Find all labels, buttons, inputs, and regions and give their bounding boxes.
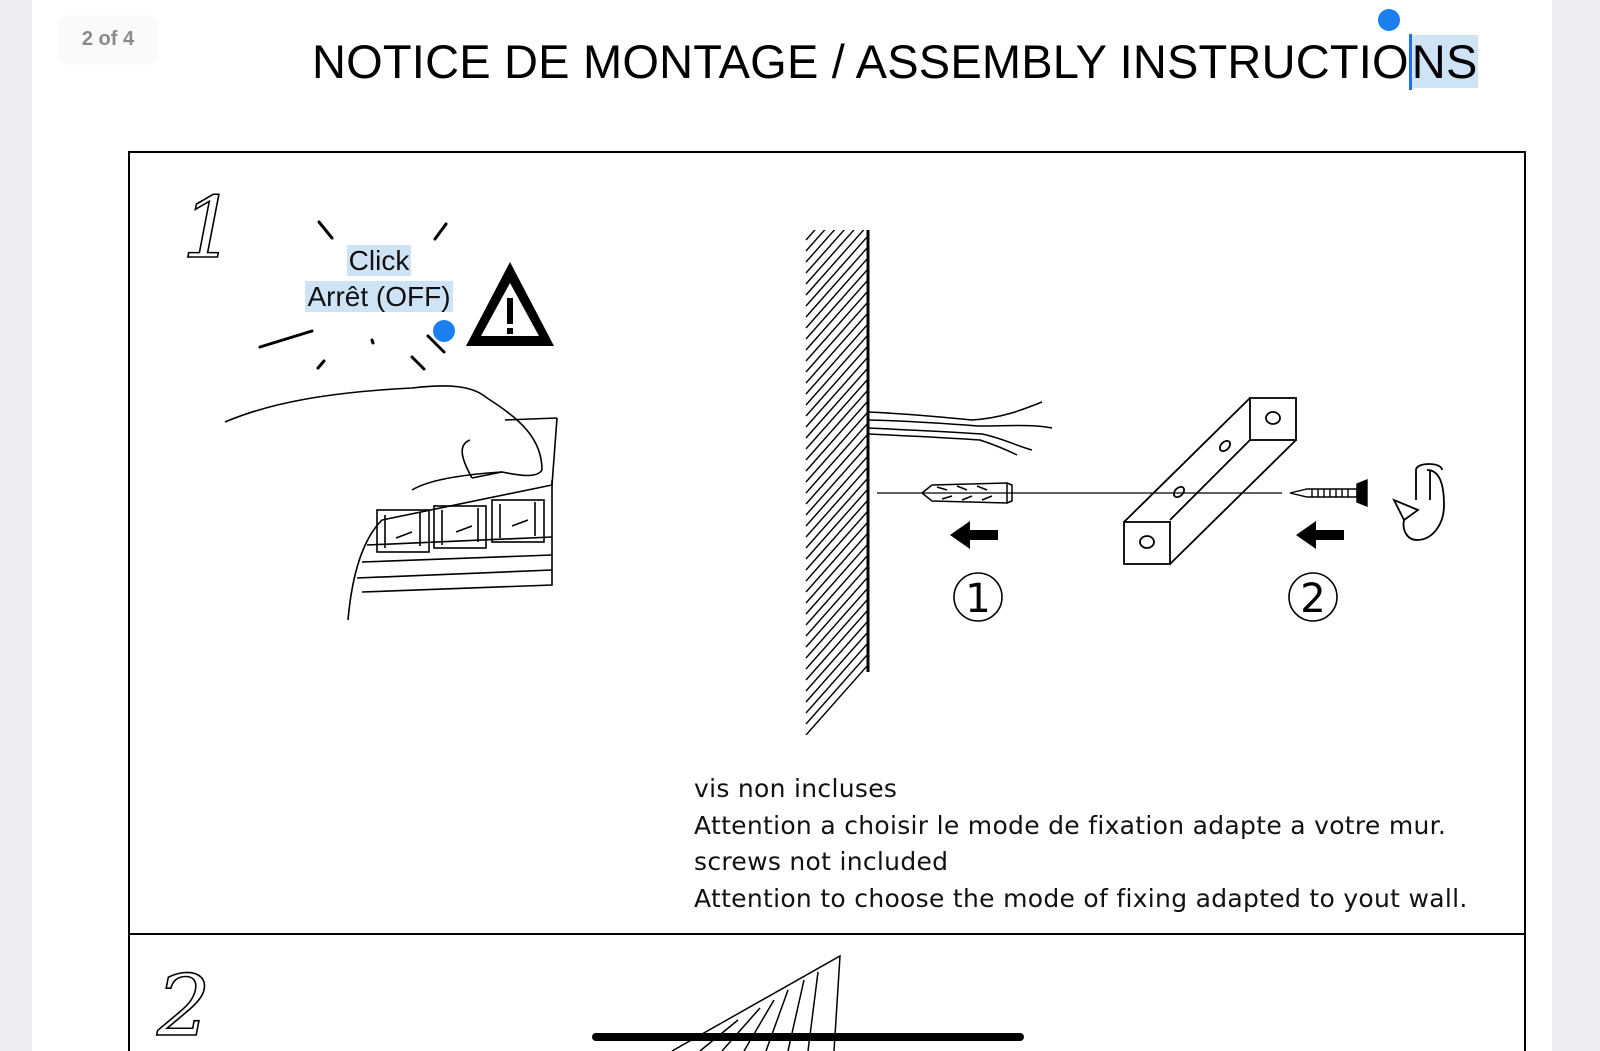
wall-hatch-line [805,488,868,560]
wall-hatch-line [805,389,868,461]
wall-hatch-line [805,301,868,373]
note-line: Attention a choisir le mode de fixation … [694,810,1447,840]
note-line: Attention to choose the mode of fixing a… [694,883,1468,913]
selection-end-handle[interactable] [433,320,455,342]
wall-hatch-line [805,230,855,285]
wall-hatch-line [805,433,868,505]
wall-hatch-line [805,400,868,472]
wall-hatch-line [805,620,868,692]
wall-hatch-line [805,257,868,329]
rotate-arrow-icon [1392,463,1445,541]
wall-hatch-line [805,367,868,439]
document-page[interactable]: 2 of 4 NOTICE DE MONTAGE / ASSEMBLY INST… [32,0,1552,1051]
wall-hatch-line [805,554,868,626]
warning-icon [466,262,554,346]
click-burst-icon [258,220,448,371]
home-indicator[interactable] [592,1033,1024,1041]
wall-hatch-line [805,576,868,648]
wall-hatch-line [805,230,816,241]
wall-hatch-line [805,543,868,615]
wall-illustration [805,230,870,735]
wall-hatch-line [805,230,826,252]
wall-hatch-line [805,642,868,714]
note-line: screws not included [694,847,949,876]
wall-hatch-line [805,334,868,406]
selection-caret [1408,34,1412,90]
note-line: vis non incluses [694,774,898,803]
hand-switch-illustration [224,385,558,621]
wall-hatch-line [805,631,868,703]
wall-hatch-line [805,230,865,296]
svg-text:1: 1 [965,576,990,622]
mounting-bracket-icon [1123,397,1297,565]
wall-hatch-line [805,565,868,637]
click-label-line1: Click [346,245,412,276]
wall-hatch-line [805,609,868,681]
page-title[interactable]: NOTICE DE MONTAGE / ASSEMBLY INSTRUCTION… [312,34,1478,90]
wall-hatch-line [805,235,868,307]
wall-hatch-line [805,411,868,483]
wall-hatch-line [805,598,868,670]
wall-plug-icon [920,482,1013,504]
wall-hatch-line [805,378,868,450]
order-marker-1: 1 [953,572,1003,622]
wall-hatch-line [805,664,868,735]
wall-hatch-line [805,268,868,340]
wall-hatch-line [805,466,868,538]
wall-hatch-line [805,422,868,494]
title-selected-text: NS [1411,35,1478,88]
fixing-notes: vis non incluses Attention a choisir le … [694,771,1468,917]
order-marker-2: 2 [1288,572,1338,622]
screw-icon [1289,478,1368,508]
click-off-label[interactable]: Click Arrêt (OFF) [294,243,464,315]
wall-hatch-line [805,345,868,417]
wall-hatch-line [805,477,868,549]
wall-hatch-line [805,279,868,351]
wall-hatch-line [805,499,868,571]
insert-arrow-icon-2 [1296,521,1344,549]
wall-hatch-line [805,653,868,725]
wall-hatch-line [805,356,868,428]
selection-start-handle[interactable] [1378,9,1400,31]
assembly-diagram: 1 2 [128,151,1526,1051]
title-unselected-text: NOTICE DE MONTAGE / ASSEMBLY INSTRUCTIO [312,35,1409,88]
wall-hatch-line [805,521,868,593]
wall-hatch-line [805,510,868,582]
wall-hatch-line [805,455,868,527]
wall-hatch-line [805,444,868,516]
wall-hatch-line [805,532,868,604]
wall-hatch-line [805,587,868,659]
wall-hatch-line [805,323,868,395]
wall-hatch-line [805,230,846,274]
page-indicator: 2 of 4 [60,16,156,62]
wires-illustration [867,401,1053,456]
svg-text:2: 2 [1300,576,1325,622]
step2-number: 2 [156,957,210,1051]
step1-number: 1 [182,179,235,277]
wall-hatch-line [805,246,868,318]
wall-hatch-line [805,312,868,384]
click-label-line2: Arrêt (OFF) [305,281,453,312]
step1-frame [128,151,1526,935]
wall-hatch-line [805,290,868,362]
insert-arrow-icon-1 [950,521,998,549]
wall-hatch-line [805,230,836,263]
